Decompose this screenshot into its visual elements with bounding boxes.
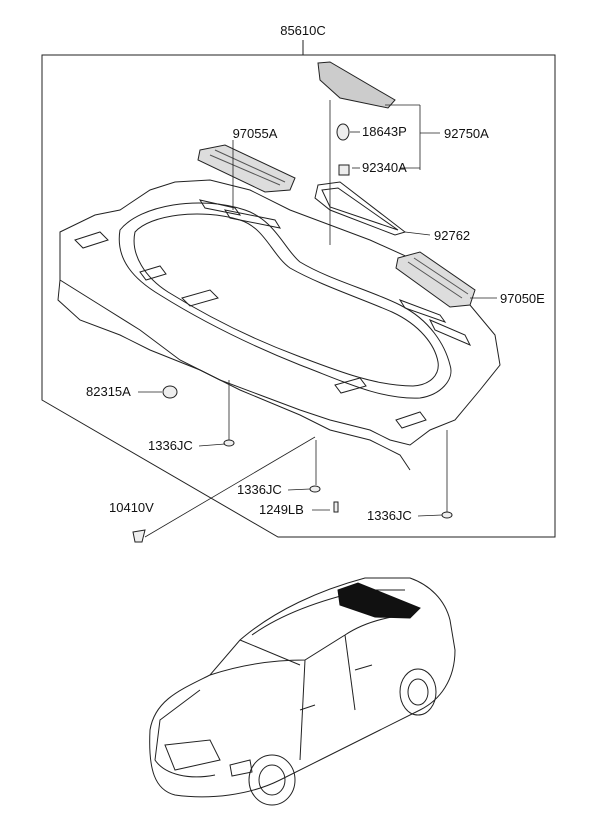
part-label-1336JC-c: 1336JC [367, 508, 412, 523]
part-label-1336JC-b: 1336JC [237, 482, 282, 497]
part-label-82315A: 82315A [86, 384, 131, 399]
leader-lines [138, 100, 497, 538]
part-label-10410V: 10410V [109, 500, 154, 515]
part-label-18643P: 18643P [362, 124, 407, 139]
part-label-1336JC-a: 1336JC [148, 438, 193, 453]
stop-lamp-bracket [314, 61, 407, 236]
part-label-97050E: 97050E [500, 291, 545, 306]
part-label-97055A: 97055A [233, 126, 278, 141]
lamp-bulb [336, 123, 350, 176]
part-label-92750A: 92750A [444, 126, 489, 141]
part-label-92340A: 92340A [362, 160, 407, 175]
package-tray [57, 179, 501, 471]
car-package-tray-highlight [337, 582, 421, 619]
speaker-grille-right [395, 251, 476, 308]
part-label-92762: 92762 [434, 228, 470, 243]
part-label-1249LB: 1249LB [259, 502, 304, 517]
assembly-label: 85610C [280, 23, 326, 38]
speaker-grille-left [197, 144, 296, 193]
assembly-frame [41, 40, 556, 538]
